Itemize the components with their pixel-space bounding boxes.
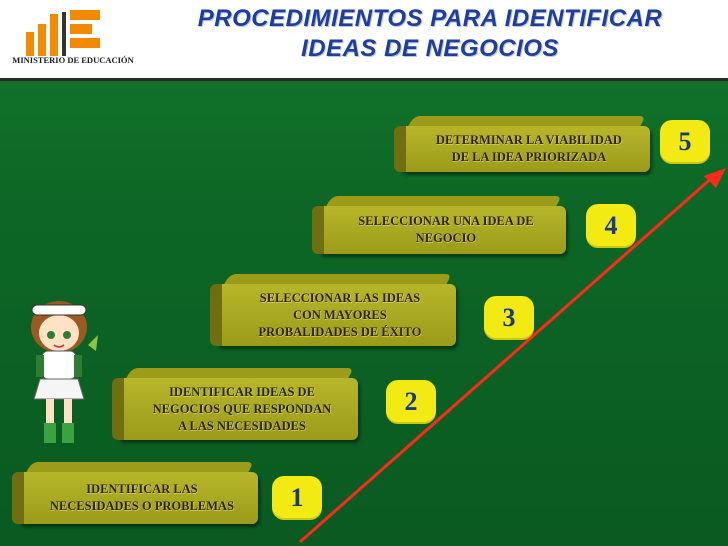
step-5-box: DETERMINAR LA VIABILIDAD DE LA IDEA PRIO…: [394, 116, 650, 172]
step-1-base: [18, 472, 258, 524]
ministry-logo-icon: [26, 10, 100, 56]
step-1-number: 1: [272, 476, 322, 520]
step-3-number: 3: [484, 296, 534, 340]
step-2-label: IDENTIFICAR IDEAS DE NEGOCIOS QUE RESPON…: [152, 384, 332, 433]
step-4-lip: [312, 206, 324, 254]
step-3-lip: [210, 284, 222, 346]
step-5-label: DETERMINAR LA VIABILIDAD DE LA IDEA PRIO…: [436, 133, 622, 164]
logo-caption: MINISTERIO DE EDUCACIÓN: [12, 55, 134, 65]
step-2-base: [118, 378, 358, 440]
step-4-base: [318, 206, 566, 254]
step-5-number: 5: [660, 120, 710, 164]
step-2-lip: [112, 378, 124, 440]
anime-girl-illustration: [31, 301, 98, 443]
step-2-box: IDENTIFICAR IDEAS DE NEGOCIOS QUE RESPON…: [112, 368, 358, 440]
page-title: PROCEDIMIENTOS PARA IDENTIFICAR IDEAS DE…: [140, 4, 720, 64]
step-1-lip: [12, 472, 24, 524]
step-4-box: SELECCIONAR UNA IDEA DE NEGOCIO: [312, 196, 566, 254]
step-4-number: 4: [586, 204, 636, 248]
title-line-1: PROCEDIMIENTOS PARA IDENTIFICAR: [197, 5, 663, 32]
step-1-box: IDENTIFICAR LAS NECESIDADES O PROBLEMAS: [12, 462, 258, 524]
header-divider: [0, 78, 728, 81]
step-3-label: SELECCIONAR LAS IDEAS CON MAYORES PROBAL…: [258, 290, 422, 339]
step-4-label: SELECCIONAR UNA IDEA DE NEGOCIO: [358, 214, 534, 245]
title-line-2: IDEAS DE NEGOCIOS: [301, 35, 559, 62]
step-5-lip: [394, 126, 406, 172]
step-5-base: [400, 126, 650, 172]
step-1-label: IDENTIFICAR LAS NECESIDADES O PROBLEMAS: [49, 482, 235, 513]
step-2-number: 2: [386, 380, 436, 424]
step-3-box: SELECCIONAR LAS IDEAS CON MAYORES PROBAL…: [210, 274, 456, 346]
header-band: [0, 0, 728, 78]
step-3-base: [216, 284, 456, 346]
